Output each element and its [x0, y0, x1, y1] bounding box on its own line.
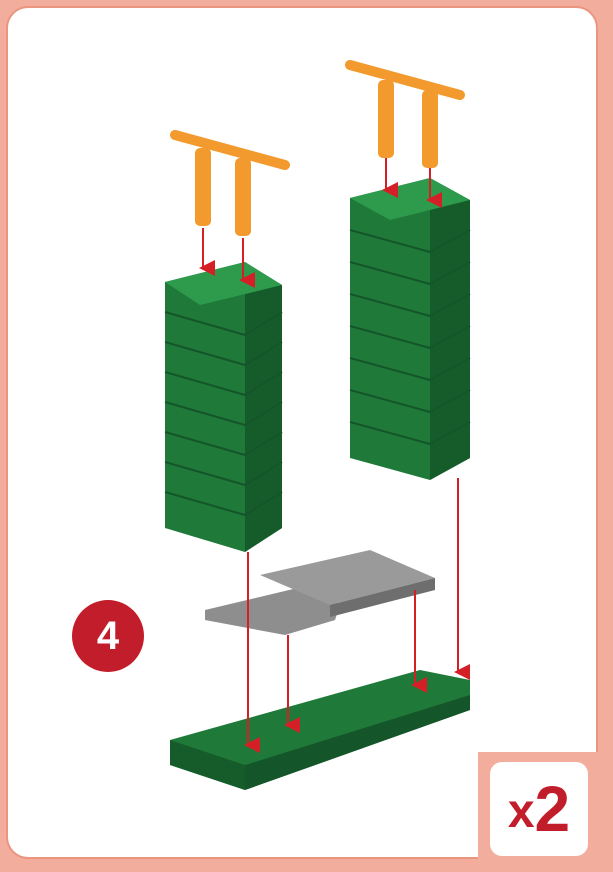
green-brick-tower-right: [350, 178, 470, 480]
multiplier-prefix: x: [508, 788, 535, 836]
green-brick-tower-left: [165, 262, 282, 552]
green-base: [170, 670, 470, 790]
orange-connector-left: [175, 135, 285, 236]
orange-connector-right: [350, 65, 460, 168]
gray-plates: [205, 550, 435, 635]
quantity-multiplier: x 2: [478, 752, 613, 872]
multiplier-count: 2: [535, 777, 571, 841]
step-number-badge: 4: [72, 600, 144, 672]
step-number: 4: [97, 614, 119, 659]
quantity-multiplier-box: x 2: [490, 762, 588, 856]
